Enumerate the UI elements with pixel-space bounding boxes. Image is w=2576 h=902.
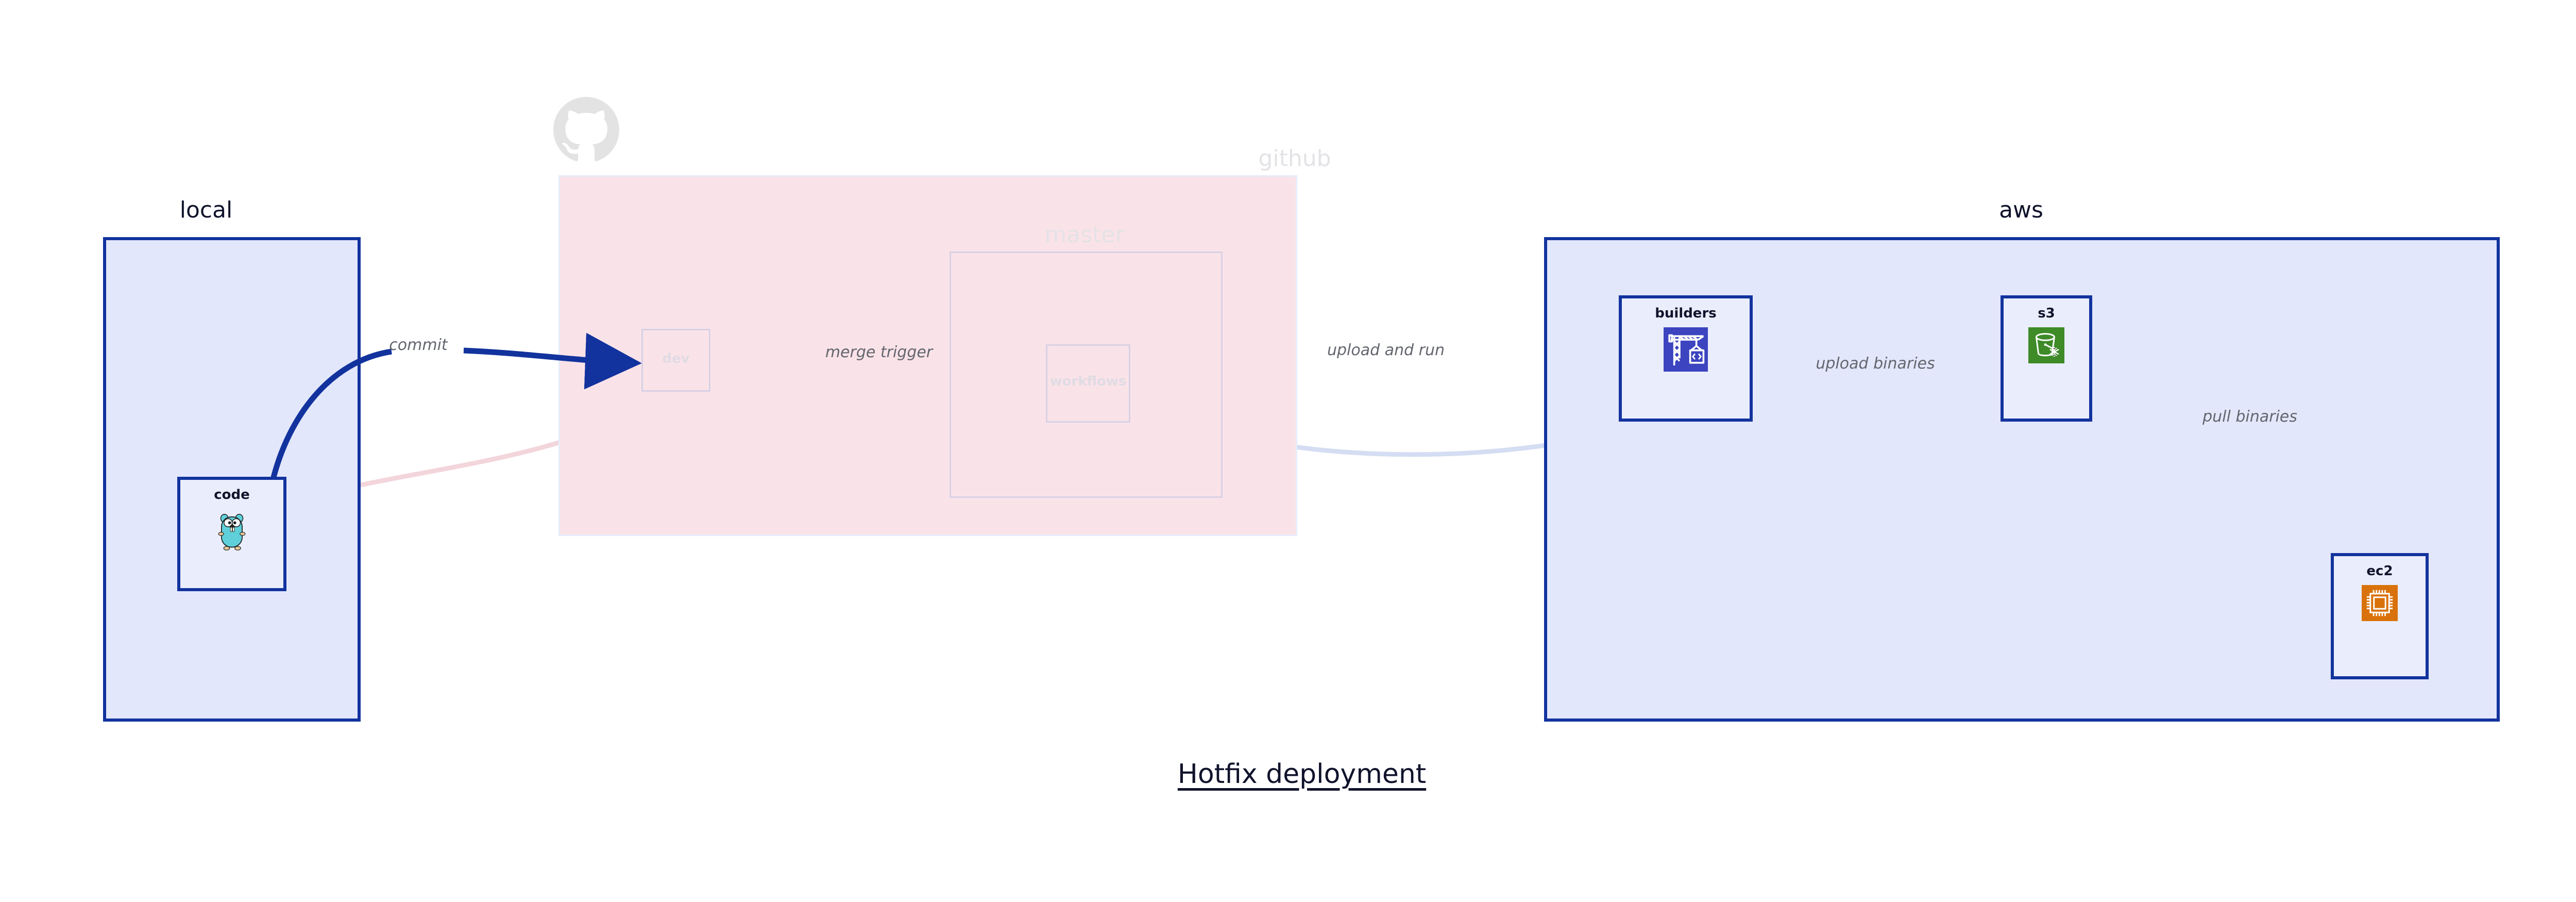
node-label-builders: builders bbox=[1655, 306, 1717, 321]
edge-commit-seg-a bbox=[270, 348, 392, 480]
edge-label-upload-binaries: upload binaries bbox=[1816, 355, 1935, 373]
node-label-ec2: ec2 bbox=[2366, 563, 2393, 579]
edge-commit-seg-b bbox=[463, 332, 642, 390]
node-builders[interactable]: builders bbox=[1619, 295, 1753, 422]
edge-label-upload-and-run: upload and run bbox=[1327, 341, 1445, 359]
node-ec2[interactable]: ec2 bbox=[2331, 553, 2429, 679]
node-label-workflows: workflows bbox=[1049, 374, 1127, 389]
group-label-github: github bbox=[1258, 145, 1331, 172]
diagram-title: Hotfix deployment bbox=[1177, 759, 1427, 790]
group-box-local bbox=[103, 237, 361, 722]
aws-ec2-chip-icon bbox=[2362, 585, 2398, 621]
group-box-master bbox=[950, 252, 1223, 498]
group-label-aws: aws bbox=[1999, 197, 2043, 223]
github-octocat-icon bbox=[553, 97, 619, 163]
node-s3[interactable]: s3 bbox=[2001, 295, 2092, 422]
group-label-local: local bbox=[179, 197, 233, 223]
node-label-dev: dev bbox=[662, 351, 690, 366]
group-label-master: master bbox=[1044, 222, 1125, 248]
node-workflows[interactable]: workflows bbox=[1046, 344, 1130, 423]
go-gopher-icon bbox=[210, 509, 254, 553]
edge-label-merge-trigger: merge trigger bbox=[825, 343, 933, 361]
node-label-s3: s3 bbox=[2038, 306, 2055, 321]
aws-codebuild-crane-icon bbox=[1664, 327, 1708, 372]
edge-label-pull-binaries: pull binaries bbox=[2202, 408, 2297, 426]
node-code[interactable]: code bbox=[177, 477, 286, 591]
node-label-code: code bbox=[214, 487, 250, 503]
node-dev[interactable]: dev bbox=[641, 329, 710, 392]
edge-label-commit: commit bbox=[389, 336, 448, 354]
aws-s3-glacier-bucket-icon bbox=[2028, 327, 2064, 363]
